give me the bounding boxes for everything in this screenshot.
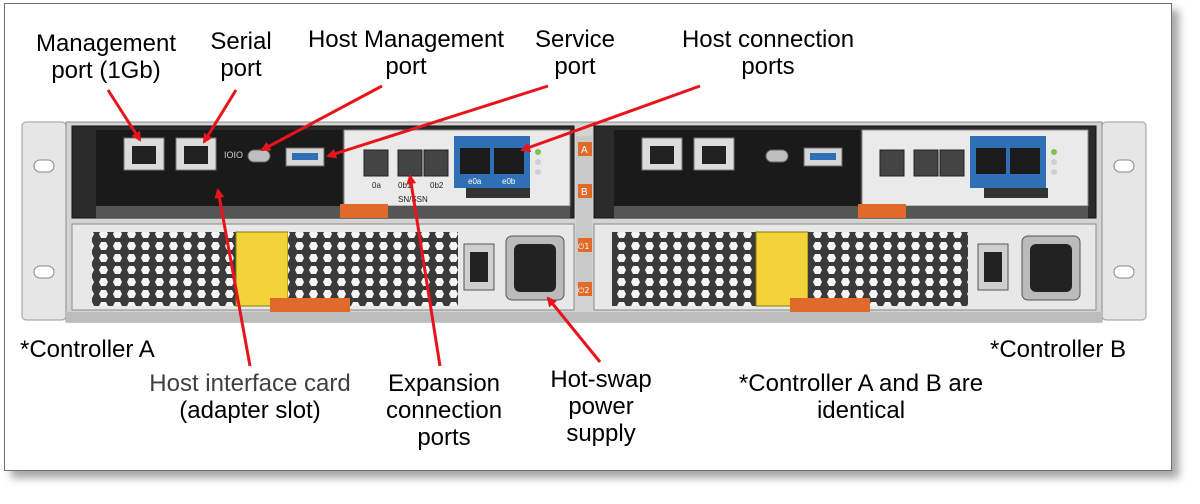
svg-text:IOIO: IOIO xyxy=(224,150,243,160)
arrow-host-interface-card xyxy=(214,188,252,367)
hw-port-0b2-text: 0b2 xyxy=(430,181,444,190)
label-hot-swap-psu-line2: power xyxy=(568,393,634,420)
hw-port-e0a-text: e0a xyxy=(468,177,482,186)
rack-ear-left xyxy=(21,121,67,321)
label-management-port: Management port (1Gb) xyxy=(26,30,186,84)
power-supply-b xyxy=(593,223,1097,312)
label-host-interface-card: Host interface card (adapter slot) xyxy=(130,370,370,424)
power-supply-a xyxy=(71,223,575,312)
indicator-psu2-text: ⏻2 xyxy=(578,286,589,295)
controller-a: IOIO 0a 0b1 0b2 e0a e0b SN/SSN xyxy=(71,125,575,219)
hw-port-0a-text: 0a xyxy=(372,181,381,190)
label-hot-swap-psu: Hot-swap power supply xyxy=(536,366,666,447)
label-serial-port-line2: port xyxy=(220,55,262,82)
label-service-port: Service port xyxy=(530,26,620,80)
indicator-a-text: A xyxy=(581,145,588,156)
callout-arrows xyxy=(106,84,701,367)
label-controller-a: *Controller A xyxy=(20,336,155,363)
label-hot-swap-psu-line1: Hot-swap xyxy=(550,366,652,393)
expansion-port-0b2 xyxy=(423,149,449,177)
label-identical-note-line2: identical xyxy=(816,397,906,424)
label-expansion-ports-line1: Expansion xyxy=(387,370,501,397)
label-controller-a-text: *Controller A xyxy=(20,336,155,363)
arrow-expansion-ports xyxy=(406,174,442,367)
controller-b xyxy=(593,125,1097,219)
label-hot-swap-psu-line3: supply xyxy=(566,420,636,447)
label-service-port-line2: port xyxy=(554,53,596,80)
label-host-connection-ports-line1: Host connection xyxy=(681,26,855,53)
arrow-serial-port xyxy=(202,89,238,144)
label-controller-b-text: *Controller B xyxy=(990,336,1127,363)
controller-a-release-tab xyxy=(340,204,388,218)
hw-port-0b1-text: 0b1 xyxy=(398,181,412,190)
label-identical-note-line1: *Controller A and B are xyxy=(738,370,984,397)
label-management-port-line2: port (1Gb) xyxy=(51,57,161,84)
label-expansion-ports-line3: ports xyxy=(417,424,471,451)
label-controller-b: *Controller B xyxy=(990,336,1126,363)
label-management-port-line1: Management xyxy=(35,30,177,57)
expansion-port-0a xyxy=(363,149,389,177)
host-management-port xyxy=(247,149,271,163)
label-host-interface-card-line2: (adapter slot) xyxy=(179,397,321,424)
chassis-bottom-rail xyxy=(66,312,1102,322)
label-service-port-line1: Service xyxy=(534,26,616,53)
label-identical-note: *Controller A and B are identical xyxy=(716,370,1006,424)
label-expansion-ports: Expansion connection ports xyxy=(374,370,514,451)
host-connection-port-e0b xyxy=(494,148,524,174)
expansion-port-0b1 xyxy=(397,149,423,177)
indicator-psu1-text: ⏻1 xyxy=(578,242,589,251)
label-expansion-ports-line2: connection xyxy=(385,397,503,424)
label-host-connection-ports-line2: ports xyxy=(741,53,795,80)
label-serial-port-line1: Serial xyxy=(210,28,272,55)
arrow-host-management-port xyxy=(260,84,383,152)
label-host-connection-ports: Host connection ports xyxy=(668,26,868,80)
label-host-management-port: Host Management port xyxy=(296,26,516,80)
rack-ear-right xyxy=(1101,121,1147,321)
label-serial-port: Serial port xyxy=(196,28,286,82)
arrow-host-connection-ports xyxy=(520,84,701,152)
indicator-b-text: B xyxy=(581,187,588,198)
arrow-power-supply xyxy=(546,296,602,363)
host-connection-port-e0a xyxy=(460,148,490,174)
label-host-interface-card-line1: Host interface card xyxy=(149,370,351,397)
label-host-management-port-line2: port xyxy=(385,53,427,80)
label-host-management-port-line1: Host Management xyxy=(307,26,505,53)
arrow-management-port xyxy=(106,89,142,142)
hw-port-e0b-text: e0b xyxy=(502,177,516,186)
arrow-service-port xyxy=(326,84,549,159)
indicator-strip: A B ⏻1 ⏻2 xyxy=(576,136,592,296)
